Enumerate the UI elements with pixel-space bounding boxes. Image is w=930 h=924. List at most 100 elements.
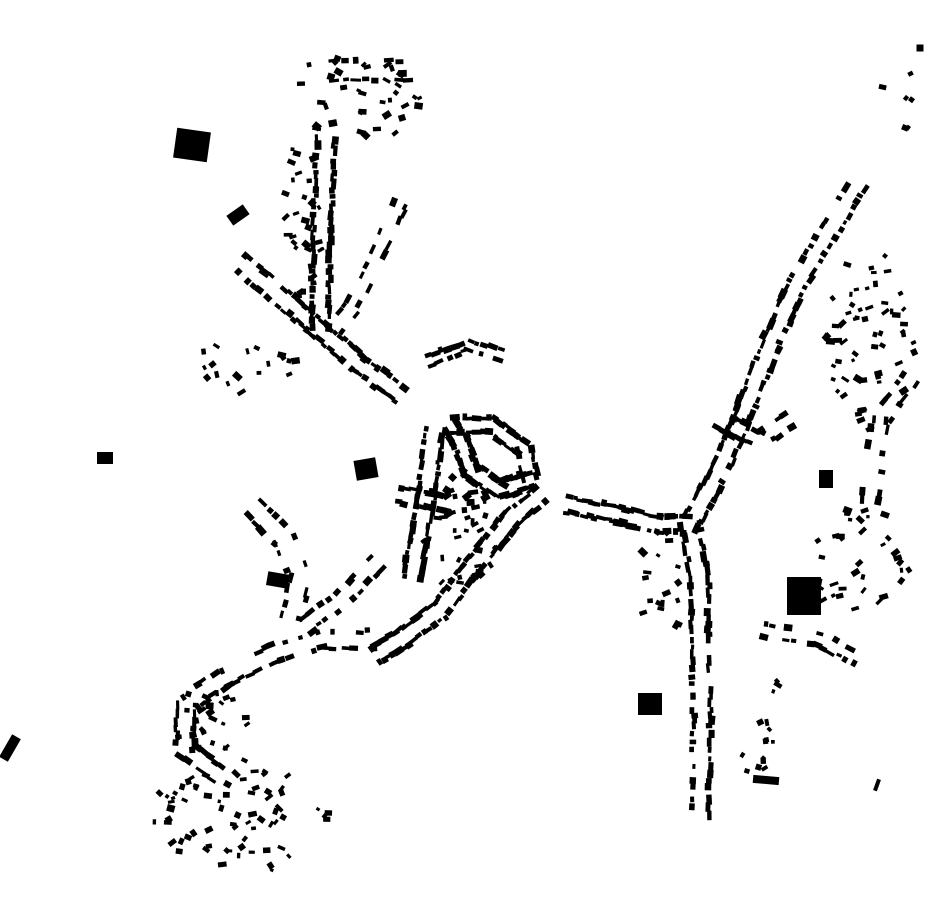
- building: [279, 610, 285, 619]
- building: [479, 428, 486, 435]
- building: [878, 592, 889, 601]
- building: [309, 294, 315, 299]
- building: [470, 518, 475, 525]
- building: [706, 737, 712, 747]
- building: [245, 819, 252, 826]
- building: [565, 493, 574, 500]
- building: [418, 605, 429, 615]
- building: [513, 432, 522, 441]
- building: [241, 835, 249, 843]
- building: [850, 567, 861, 578]
- building: [647, 598, 654, 604]
- building: [745, 439, 754, 446]
- building: [219, 682, 232, 694]
- building: [715, 484, 726, 495]
- building: [218, 667, 226, 675]
- building: [401, 573, 408, 580]
- building: [706, 654, 712, 666]
- building: [819, 249, 829, 258]
- building: [418, 566, 427, 578]
- building: [266, 861, 275, 870]
- building: [293, 244, 299, 251]
- building: [222, 745, 228, 751]
- building: [304, 223, 313, 232]
- building: [314, 140, 322, 150]
- building: [254, 524, 267, 537]
- building: [325, 268, 333, 275]
- building: [330, 628, 335, 635]
- building: [387, 97, 393, 103]
- building: [341, 335, 349, 343]
- building: [688, 575, 693, 585]
- building: [408, 486, 418, 492]
- building: [699, 550, 708, 563]
- building: [241, 714, 250, 721]
- building: [881, 252, 889, 259]
- building: [308, 316, 316, 324]
- building: [401, 554, 410, 563]
- building: [893, 378, 901, 386]
- building: [774, 344, 784, 354]
- building: [610, 503, 621, 510]
- building: [708, 762, 714, 772]
- building: [685, 505, 693, 513]
- building: [691, 721, 697, 730]
- building: [283, 772, 292, 780]
- building: [835, 194, 843, 202]
- building: [910, 348, 919, 357]
- building: [703, 509, 710, 516]
- building: [763, 736, 770, 743]
- building: [459, 472, 468, 479]
- building: [850, 659, 858, 668]
- building: [456, 580, 465, 585]
- buildings-layer: [0, 44, 924, 873]
- building: [413, 493, 420, 504]
- building: [766, 726, 773, 733]
- building: [266, 506, 275, 515]
- building: [790, 638, 797, 644]
- building: [201, 364, 207, 371]
- building: [806, 273, 817, 285]
- building: [890, 547, 901, 558]
- building: [313, 193, 319, 198]
- building: [574, 511, 580, 518]
- building: [173, 724, 178, 733]
- building: [462, 552, 473, 564]
- building: [830, 363, 837, 369]
- building: [316, 99, 326, 106]
- building: [209, 739, 216, 747]
- building: [435, 464, 441, 471]
- building: [420, 537, 427, 544]
- building: [433, 482, 439, 488]
- building: [429, 506, 435, 512]
- building: [337, 355, 347, 365]
- building: [489, 553, 495, 559]
- building: [467, 489, 479, 496]
- building: [864, 286, 870, 291]
- building: [705, 636, 711, 644]
- building: [311, 121, 323, 132]
- building: [466, 498, 475, 507]
- building: [674, 564, 681, 570]
- building: [402, 77, 414, 83]
- building: [690, 656, 696, 666]
- building: [697, 537, 704, 547]
- building: [365, 282, 374, 294]
- building: [371, 77, 379, 84]
- building: [167, 837, 178, 847]
- building: [844, 644, 856, 654]
- building: [758, 329, 769, 341]
- building: [306, 61, 312, 68]
- building: [708, 729, 715, 739]
- building: [687, 571, 692, 577]
- building: [653, 528, 661, 537]
- building: [874, 495, 883, 506]
- building: [245, 254, 254, 262]
- building: [657, 606, 665, 612]
- building: [274, 803, 284, 813]
- building: [482, 512, 489, 520]
- building: [841, 655, 849, 664]
- building: [249, 282, 258, 290]
- building: [292, 210, 300, 216]
- building: [179, 693, 187, 702]
